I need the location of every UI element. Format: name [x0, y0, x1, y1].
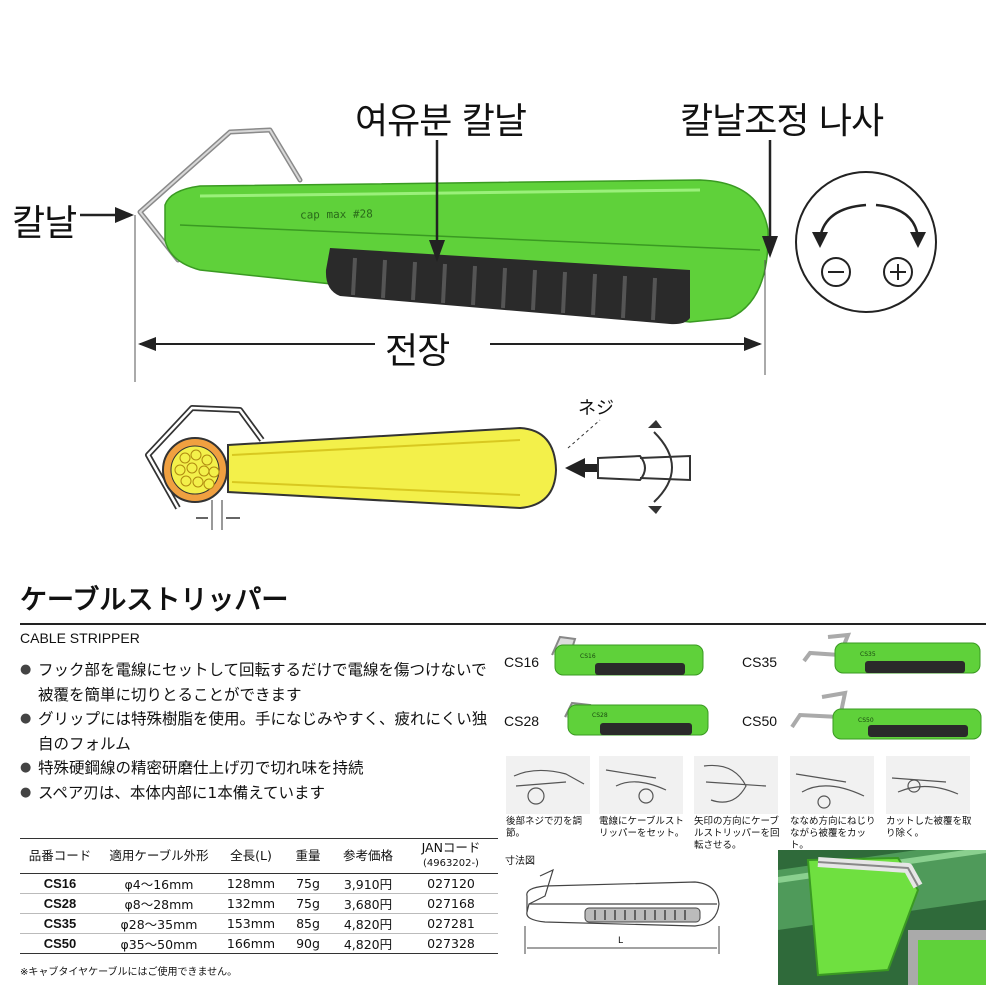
adjust-direction-icon: [795, 171, 937, 313]
cell-code: CS35: [20, 913, 100, 934]
step-illustration: [506, 756, 590, 814]
step-illustration: [599, 756, 683, 814]
model-photo-cs28: [564, 701, 709, 736]
col-cable-size: 適用ケーブル外形: [100, 838, 218, 874]
cell-length: 128mm: [218, 873, 284, 894]
feature-item: グリップには特殊樹脂を使用。手になじみやすく、疲れにくい独自のフォルム: [20, 707, 496, 756]
cell-cable-size: φ28～35mm: [100, 913, 218, 934]
cell-price: 3,680円: [332, 893, 404, 914]
cell-length: 166mm: [218, 933, 284, 954]
label-blade: 칼날: [12, 203, 77, 244]
model-photo-cs50: [790, 690, 982, 740]
col-length: 全長(L): [218, 838, 284, 874]
label-screw: ネジ: [578, 398, 614, 419]
cell-jan: 027168: [404, 893, 498, 914]
model-label-cs28: CS28: [504, 713, 540, 729]
dimension-length-label: L: [618, 936, 624, 946]
step-illustration: [790, 756, 874, 814]
feature-item: スペア刃は、本体内部に1本備えています: [20, 781, 496, 806]
model-label-cs50: CS50: [742, 713, 778, 729]
table-row: CS16 φ4～16mm 128mm 75g 3,910円 027120: [20, 873, 498, 894]
label-adjust-screw: 칼날조정 나사: [680, 101, 884, 142]
cell-cable-size: φ4～16mm: [100, 873, 218, 894]
spec-header-row: 品番コード 適用ケーブル外形 全長(L) 重量 参考価格 JANコード (496…: [20, 838, 498, 874]
page-title: ケーブルストリッパー: [20, 585, 289, 616]
col-jan-title: JANコード: [421, 840, 481, 855]
dimension-caption: 寸法図: [505, 856, 535, 867]
cell-price: 3,910円: [332, 873, 404, 894]
col-weight: 重量: [284, 838, 332, 874]
closeup-photo: [778, 850, 986, 985]
cell-code: CS50: [20, 933, 100, 954]
cell-cable-size: φ8～28mm: [100, 893, 218, 914]
cell-weight: 75g: [284, 893, 332, 914]
cell-weight: 85g: [284, 913, 332, 934]
feature-item: フック部を電線にセットして回転するだけで電線を傷つけないで被覆を簡単に切りとるこ…: [20, 658, 496, 707]
model-label-cs35: CS35: [742, 654, 778, 670]
label-spare-blade: 여유분 칼날: [355, 101, 527, 142]
col-jan-prefix: (4963202-): [423, 858, 479, 869]
model-photo-cs16: [551, 635, 704, 676]
feature-item: 特殊硬鋼線の精密研磨仕上げ刃で切れ味を持続: [20, 756, 496, 781]
cell-length: 153mm: [218, 913, 284, 934]
dimension-drawing: [524, 868, 720, 954]
step-caption: 電線にケーブルストリッパーをセット。: [599, 816, 685, 839]
title-divider: [20, 623, 986, 625]
cs50-print: CS50: [858, 717, 874, 724]
step-caption: 後部ネジで刃を調節。: [506, 816, 583, 839]
cell-length: 132mm: [218, 893, 284, 914]
cs28-print: CS28: [592, 712, 608, 719]
model-photos: [551, 632, 982, 740]
spec-table: 品番コード 適用ケーブル外形 全長(L) 重量 参考価格 JANコード (496…: [20, 838, 498, 954]
cell-price: 4,820円: [332, 913, 404, 934]
cell-jan: 027328: [404, 933, 498, 954]
step-caption: カットした被覆を取り除く。: [886, 816, 972, 839]
feature-list: フック部を電線にセットして回転するだけで電線を傷つけないで被覆を簡単に切りとるこ…: [20, 658, 496, 805]
table-row: CS35 φ28～35mm 153mm 85g 4,820円 027281: [20, 913, 498, 934]
model-photo-cs35: [802, 632, 981, 674]
rubber-grip: [325, 248, 690, 325]
cell-code: CS28: [20, 893, 100, 914]
cell-jan: 027281: [404, 913, 498, 934]
usage-sketch: [145, 405, 691, 530]
cell-code: CS16: [20, 873, 100, 894]
step-caption: 矢印の方向にケーブルストリッパーを回転させる。: [694, 816, 780, 851]
col-code: 品番コード: [20, 838, 100, 874]
product-diagram: [80, 127, 937, 530]
cell-cable-size: φ35～50mm: [100, 933, 218, 954]
cs35-print: CS35: [860, 651, 876, 658]
label-total-length: 전장: [385, 331, 450, 372]
step-caption: ななめ方向にねじりながら被覆をカット。: [790, 816, 876, 851]
table-row: CS50 φ35～50mm 166mm 90g 4,820円 027328: [20, 933, 498, 954]
page-subtitle: CABLE STRIPPER: [20, 630, 140, 646]
step-illustration: [886, 756, 970, 814]
cell-price: 4,820円: [332, 933, 404, 954]
col-price: 参考価格: [332, 838, 404, 874]
cell-weight: 90g: [284, 933, 332, 954]
step-sketches: [513, 764, 959, 809]
cell-jan: 027120: [404, 873, 498, 894]
table-row: CS28 φ8～28mm 132mm 75g 3,680円 027168: [20, 893, 498, 914]
cell-weight: 75g: [284, 873, 332, 894]
usage-note: ※キャブタイヤケーブルにはご使用できません。: [20, 967, 238, 978]
col-jan: JANコード (4963202-): [404, 838, 498, 874]
cs16-print: CS16: [580, 653, 596, 660]
model-label-cs16: CS16: [504, 654, 540, 670]
body-print: cap max #28: [299, 207, 373, 222]
